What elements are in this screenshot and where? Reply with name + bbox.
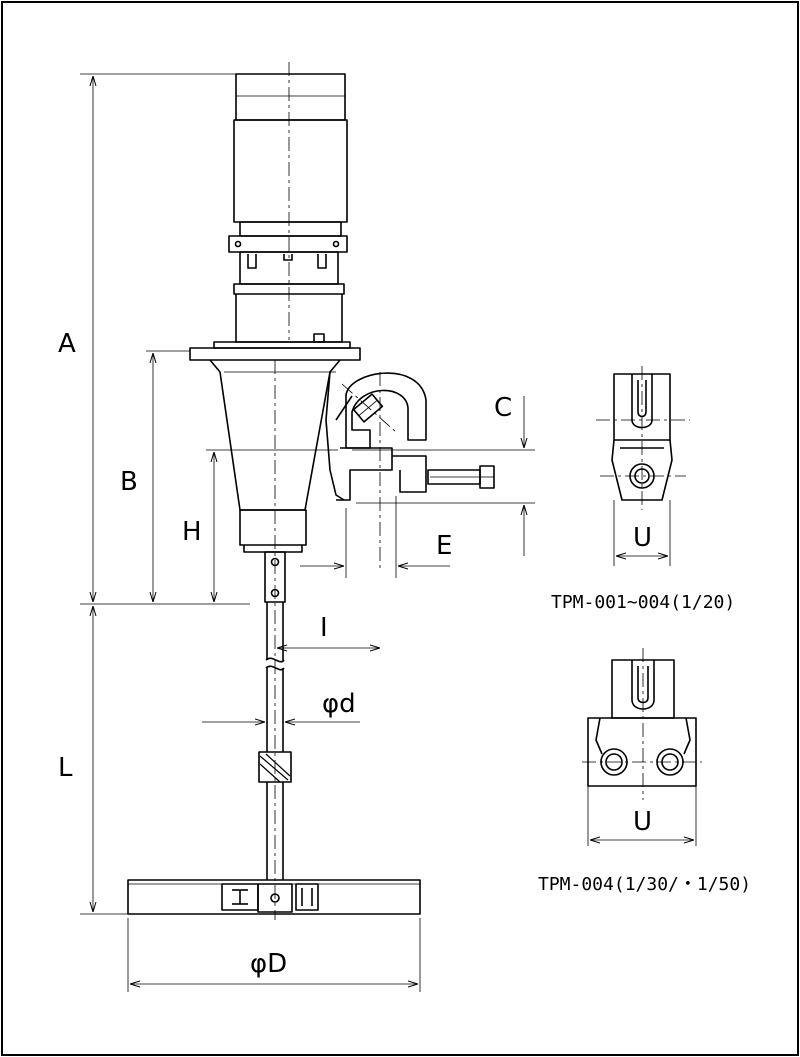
dim-label-b: B [120, 467, 138, 497]
dimension-lines [80, 73, 697, 992]
center-lines [274, 62, 702, 920]
shaft [258, 551, 292, 880]
dim-label-u-top: U [633, 523, 652, 553]
impeller [127, 879, 421, 915]
dim-label-i: I [320, 613, 328, 643]
dim-label-u-bottom: U [633, 807, 652, 837]
caption-top-clamp: TPM-001~004(1/20) [551, 592, 735, 613]
mounting-cone [189, 341, 361, 553]
dim-label-c: C [494, 393, 512, 423]
dim-label-phi-d: φd [322, 689, 356, 719]
dim-label-l: L [58, 753, 73, 783]
dim-label-a: A [58, 329, 76, 359]
dim-label-e: E [436, 531, 452, 561]
dim-label-phi-big-d: φD [250, 949, 287, 979]
dim-label-h: H [182, 517, 202, 547]
clamp-side-view [335, 372, 495, 501]
caption-bottom-clamp: TPM-004(1/30/・1/50) [538, 874, 751, 895]
